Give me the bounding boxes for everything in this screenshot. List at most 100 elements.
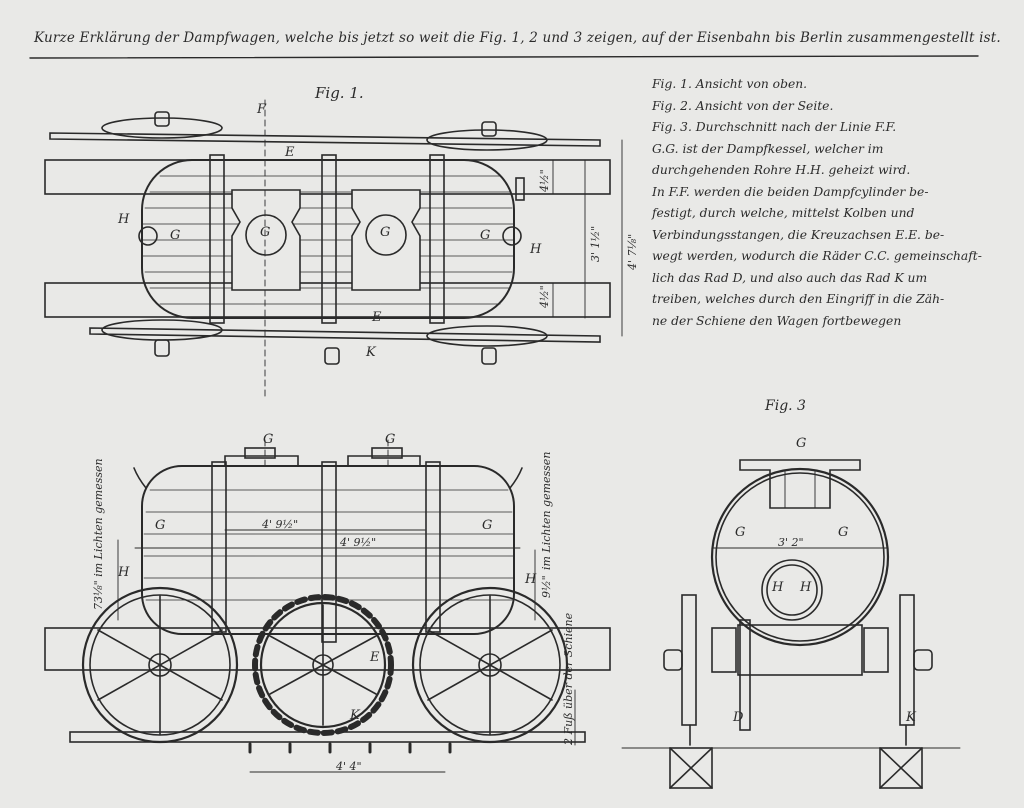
dim-fig2-right: im Lichten gemessen <box>540 451 553 570</box>
fig1-cylinder-flange <box>231 189 301 291</box>
legend-line: G.G. ist der Dampfkessel, welcher im <box>652 141 884 156</box>
label-G: G <box>170 228 181 243</box>
legend-line: Fig. 3. Durchschnitt nach der Linie F.F. <box>652 120 897 134</box>
legend-text: Fig. 1. Ansicht von oben. Fig. 2. Ansich… <box>652 74 982 332</box>
fig3-nut <box>663 649 683 671</box>
fig1-fitting <box>138 226 158 246</box>
legend-line: wegt werden, wodurch die Räder C.C. geme… <box>652 249 982 263</box>
fig1-boiler <box>141 159 515 319</box>
fig1-cylinder <box>245 214 287 256</box>
fig3-title: Fig. 3 <box>765 398 806 414</box>
dim-fig2-bottom-right: 2 Fuß über der Schiene <box>562 612 575 745</box>
legend-line: Fig. 2. Ansicht von der Seite. <box>652 98 834 113</box>
fig1-wheel-hub <box>426 129 548 151</box>
legend-line: In F.F. werden die beiden Dampfcylinder … <box>652 184 929 199</box>
dim-fig1-top: 4½" <box>538 169 551 192</box>
legend-line: Verbindungsstangen, die Kreuzachsen E.E.… <box>652 227 945 242</box>
fig2-wheel-left <box>81 586 239 744</box>
sheet-title: Kurze Erklärung der Dampfwagen, welche b… <box>34 30 1001 46</box>
fig3-bearing <box>863 627 889 673</box>
fig1-upper-beam <box>44 159 611 195</box>
fig1-fitting <box>502 226 522 246</box>
fig3-wheel <box>899 594 915 726</box>
fig2-beam <box>44 627 611 671</box>
label-F: F <box>257 102 267 117</box>
fig1-title: Fig. 1. <box>315 84 364 102</box>
legend-line: lich das Rad D, und also auch das Rad K … <box>652 270 928 285</box>
dim-fig2-right-small: 9½" <box>540 575 553 598</box>
fig2-hoop <box>321 461 337 643</box>
label-H: H <box>800 580 812 595</box>
fig3-section <box>621 459 961 789</box>
legend-line: treiben, welches durch den Eingriff in d… <box>652 292 945 306</box>
label-G: G <box>380 225 391 240</box>
fig3-bearing <box>711 627 737 673</box>
fig2-side-view <box>44 439 611 773</box>
fig1-nut <box>154 111 170 127</box>
fig2-cog-wheel <box>252 594 394 736</box>
label-G: G <box>480 228 491 243</box>
fig2-dome-cap <box>371 447 403 459</box>
fig1-hoop <box>429 154 445 324</box>
fig3-fire-tube <box>761 559 823 621</box>
fig3-axle <box>737 624 863 676</box>
fig3-cog <box>739 619 751 731</box>
label-K: K <box>906 710 916 725</box>
fig1-hoop <box>321 154 337 324</box>
dim-fig3-diameter: 3' 2" <box>778 536 804 549</box>
legend-line: durchgehenden Rohre H.H. geheizt wird. <box>652 163 911 177</box>
fig1-nut <box>324 347 340 365</box>
fig1-nut <box>481 347 497 365</box>
fig1-nut <box>481 121 497 137</box>
fig1-nut <box>154 339 170 357</box>
dim-fig1-bottom: 4½" <box>538 285 551 308</box>
fig2-boiler <box>141 465 515 635</box>
fig3-dome <box>739 459 861 509</box>
label-K: K <box>350 708 360 723</box>
label-G: G <box>385 432 396 447</box>
legend-line: ne der Schiene den Wagen fortbewegen <box>652 313 902 328</box>
label-D: D <box>733 710 744 725</box>
label-G: G <box>735 525 746 540</box>
label-E: E <box>285 145 295 160</box>
fig3-wheel <box>681 594 697 726</box>
label-G: G <box>482 518 493 533</box>
label-H: H <box>772 580 784 595</box>
fig3-nut <box>913 649 933 671</box>
legend-line: Fig. 1. Ansicht von oben. <box>652 77 808 91</box>
label-E: E <box>372 310 382 325</box>
dim-fig2-len-a: 4' 9½" <box>262 518 299 531</box>
dim-fig1-inner: 3' 1½" <box>589 225 602 262</box>
label-G: G <box>155 518 166 533</box>
fig1-top-rail <box>49 132 601 147</box>
label-E: E <box>370 650 380 665</box>
fig1-top-view <box>44 99 623 401</box>
legend-line: festigt, durch welche, mittelst Kolben u… <box>652 206 915 220</box>
fig2-pipe <box>133 467 147 489</box>
label-H: H <box>118 565 130 580</box>
fig1-hoop <box>209 154 225 324</box>
fig1-cylinder-flange <box>351 189 421 291</box>
dim-fig2-bottom: 4' 4" <box>336 760 362 773</box>
label-G: G <box>260 225 271 240</box>
dim-fig2-left: 73⅛" im Lichten gemessen <box>92 458 105 610</box>
fig2-dome <box>347 455 421 467</box>
label-H: H <box>118 212 130 227</box>
title-underline <box>29 55 979 59</box>
label-G: G <box>263 432 274 447</box>
fig1-cylinder <box>365 214 407 256</box>
fig1-wheel-hub <box>101 117 223 139</box>
label-K: K <box>366 345 376 360</box>
dim-fig1-outer: 4' 7⅛" <box>626 233 639 270</box>
label-H: H <box>530 242 542 257</box>
fig2-hoop <box>211 461 227 633</box>
fig2-pipe <box>509 467 523 489</box>
label-G: G <box>838 525 849 540</box>
fig2-dome-cap <box>244 447 276 459</box>
fig1-wheel-hub <box>426 325 548 347</box>
label-H: H <box>525 572 537 587</box>
fig3-boiler <box>710 467 890 647</box>
label-G: G <box>796 436 807 451</box>
fig1-pipe <box>515 177 525 201</box>
